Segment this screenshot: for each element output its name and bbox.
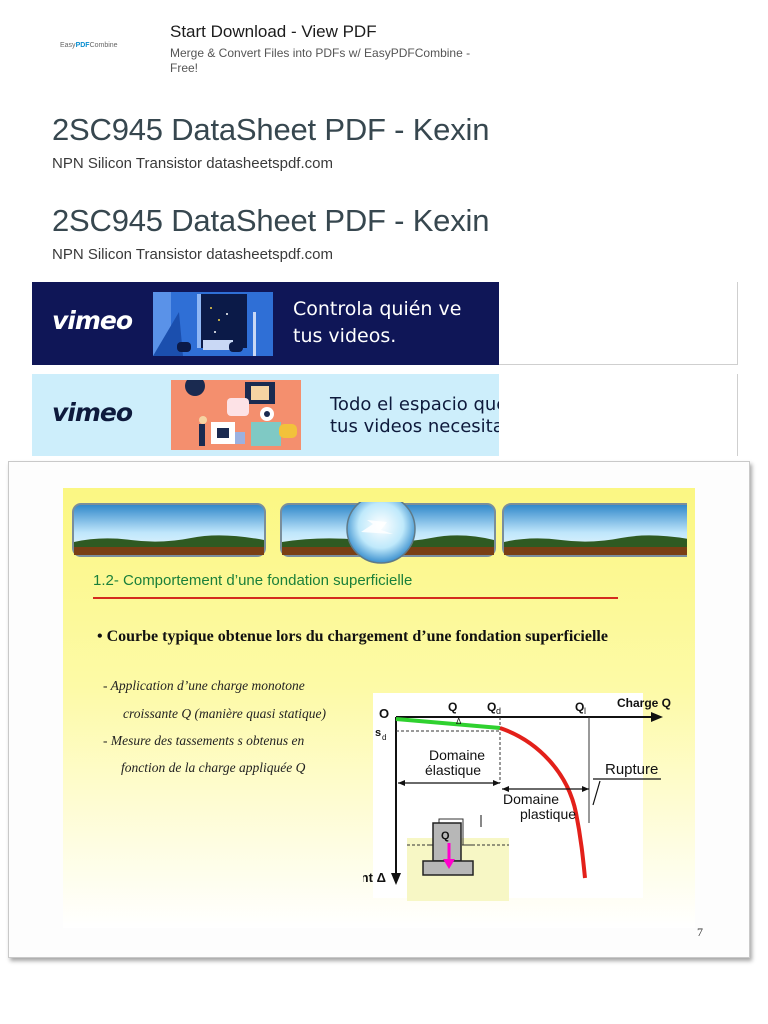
ad-description: Merge & Convert Files into PDFs w/ EasyP…: [170, 46, 471, 75]
sd-label: s: [375, 727, 381, 739]
result-subtitle: NPN Silicon Transistor datasheetspdf.com: [52, 155, 333, 172]
slide-heading: 1.2- Comportement d’une fondation superf…: [93, 572, 413, 589]
qd-label: Q: [487, 700, 496, 714]
y-axis-label: Tassement Δ: [363, 870, 386, 885]
logo-brand: PDF: [75, 42, 90, 49]
illustration-image: [171, 380, 301, 450]
slide-text-line: croissante Q (manière quasi statique): [123, 706, 326, 721]
delta-label: Δ: [456, 717, 462, 726]
easypdfcombine-logo[interactable]: EasyPDFCombine: [60, 42, 118, 49]
banner-creative[interactable]: vimeo Todo el espacio que tus videos nec…: [32, 374, 499, 456]
banner-edge: [737, 282, 738, 365]
banner-headline: Controla quién ve tus videos.: [293, 296, 461, 350]
banner-headline: Todo el espacio que tus videos necesitan: [330, 394, 499, 438]
result-item[interactable]: 2SC945 DataSheet PDF - Kexin NPN Silicon…: [52, 112, 489, 172]
landscape-banner-image: [72, 502, 687, 564]
page-number: 7: [697, 925, 703, 939]
sponsored-ad[interactable]: EasyPDFCombine Start Download - View PDF…: [0, 0, 768, 92]
slide-bullet: • Courbe typique obtenue lors du chargem…: [97, 628, 608, 645]
vimeo-banner-ad[interactable]: vimeo Controla quién ve tus videos.: [32, 282, 738, 365]
banner-line-2: tus videos necesitan: [330, 416, 499, 437]
banner-line-2: tus videos.: [293, 325, 397, 347]
illustration-image: [153, 292, 273, 356]
heading-underline: [93, 597, 618, 599]
q-label: Q: [448, 700, 457, 714]
sd-subscript: d: [382, 733, 386, 742]
load-arrow-icon: [443, 859, 455, 869]
result-subtitle: NPN Silicon Transistor datasheetspdf.com: [52, 246, 333, 263]
elastic-domain-label-2: élastique: [425, 762, 481, 778]
banner-edge: [737, 374, 738, 456]
banner-divider: [499, 364, 738, 365]
rupture-label: Rupture: [605, 761, 658, 778]
footing-load-label: Q: [441, 830, 450, 842]
result-title-link[interactable]: 2SC945 DataSheet PDF - Kexin: [52, 112, 490, 147]
slide-text-line: - Mesure des tassements s obtenus en: [103, 733, 305, 748]
logo-suffix: Combine: [89, 42, 118, 49]
plastic-curve: [499, 726, 587, 879]
presentation-slide: 1.2- Comportement d’une fondation superf…: [63, 488, 703, 939]
elastic-domain-label-1: Domaine: [429, 747, 485, 763]
vimeo-banner-ad[interactable]: vimeo Todo el espacio que tus videos nec…: [32, 374, 738, 456]
x-axis-arrow: [651, 712, 663, 722]
result-item[interactable]: 2SC945 DataSheet PDF - Kexin NPN Silicon…: [52, 203, 489, 263]
plastic-domain-label-1: Domaine: [503, 791, 559, 807]
logo-prefix: Easy: [60, 42, 76, 49]
elastic-curve: [395, 717, 501, 730]
document-page-preview[interactable]: 1.2- Comportement d’une fondation superf…: [8, 461, 750, 958]
origin-label: O: [379, 706, 389, 721]
banner-line-1: Todo el espacio que: [330, 394, 499, 415]
qd-subscript: d: [496, 706, 501, 716]
banner-line-1: Controla quién ve: [293, 298, 462, 320]
vimeo-logo: vimeo: [52, 306, 133, 335]
ad-title-link[interactable]: Start Download - View PDF: [170, 22, 377, 41]
load-settlement-diagram: O Q Δ Q d Q l Charge Q s d Domaine élast…: [363, 693, 671, 901]
ql-subscript: l: [584, 706, 586, 716]
vimeo-logo: vimeo: [52, 398, 133, 427]
result-title-link[interactable]: 2SC945 DataSheet PDF - Kexin: [52, 203, 490, 238]
slide-text-line: fonction de la charge appliquée Q: [121, 760, 306, 775]
slide-text-line: - Application d’une charge monotone: [103, 678, 305, 693]
y-axis-arrow: [391, 873, 401, 885]
plastic-domain-label-2: plastique: [520, 806, 576, 822]
x-axis-label: Charge Q: [617, 696, 671, 710]
banner-creative[interactable]: vimeo Controla quién ve tus videos.: [32, 282, 499, 365]
ql-label: Q: [575, 700, 584, 714]
